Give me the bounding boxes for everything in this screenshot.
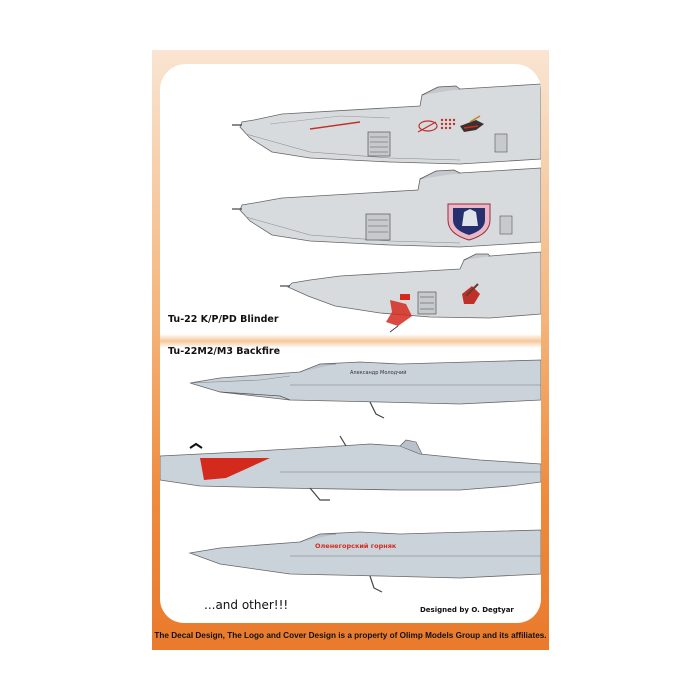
copyright-footer: The Decal Design, The Logo and Cover Des…: [154, 631, 547, 640]
backfire-profiles: Александр Молодчий Оленегорский горняк: [160, 359, 541, 593]
kill-markings: [417, 118, 456, 133]
panel-divider: [160, 334, 541, 348]
designer-credit: Designed by O. Degtyar: [420, 606, 514, 614]
blinder-profile-2: [232, 167, 541, 248]
backfire-nose-art-1: Александр Молодчий: [350, 369, 407, 376]
shark-teeth-marking: [200, 458, 270, 480]
closing-note: ...and other!!!: [204, 598, 289, 612]
blinder-profile-1: [232, 83, 541, 165]
eagle-nose-art: [462, 283, 480, 304]
blinder-section-title: Tu-22 K/P/PD Blinder: [168, 314, 279, 325]
decal-sheet: Tu-22 K/P/PD Blinder Александр Молодчий: [152, 50, 549, 650]
backfire-panel: Александр Молодчий Оленегорский горняк: [160, 340, 541, 623]
bird-nose-art: [460, 115, 484, 132]
backfire-section-title: Tu-22M2/M3 Backfire: [168, 346, 281, 357]
backfire-nose-art-3: Оленегорский горняк: [315, 542, 397, 550]
blinder-profile-3: [280, 251, 541, 333]
backfire-profile-3: Оленегорский горняк: [188, 529, 541, 593]
backfire-profile-1: Александр Молодчий: [189, 359, 541, 419]
blinder-profiles: [232, 83, 541, 333]
unit-badge: [447, 203, 491, 241]
backfire-profile-2: [160, 435, 541, 501]
blinder-panel: Tu-22 K/P/PD Blinder: [160, 64, 541, 382]
shark-mouth-marking: [386, 294, 412, 333]
